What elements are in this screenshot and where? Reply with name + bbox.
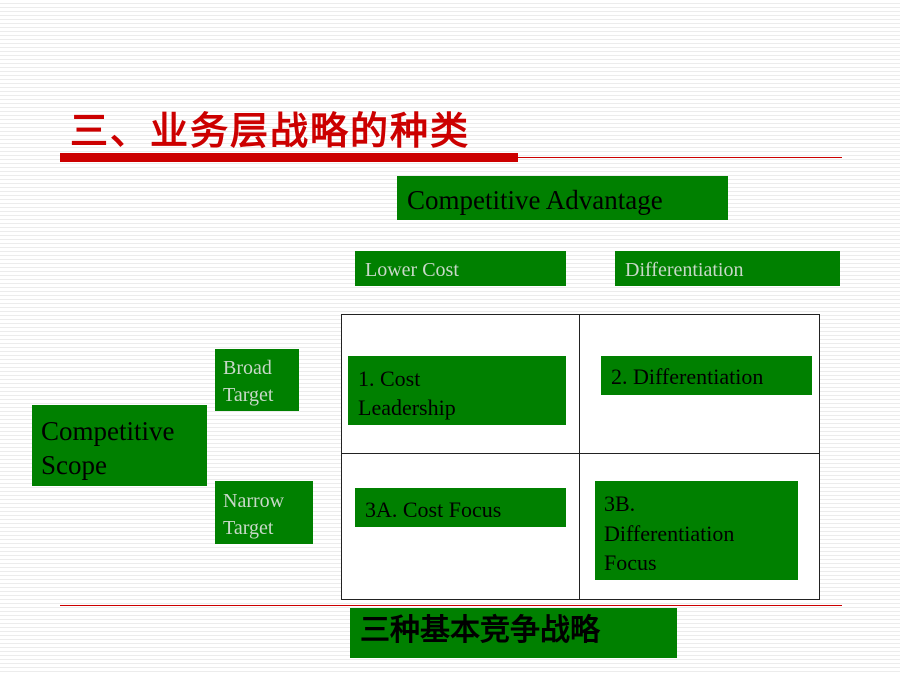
narrow-target-label: Narrow Target xyxy=(215,481,313,544)
cost-leadership-cell: 1. Cost Leadership xyxy=(348,356,566,425)
cost-leadership-line1: 1. Cost xyxy=(358,366,421,391)
cost-leadership-line2: Leadership xyxy=(358,394,456,420)
differentiation-header: Differentiation xyxy=(615,251,840,286)
differentiation-cell-text: 2. Differentiation xyxy=(611,364,764,389)
differentiation-focus-line3: Focus xyxy=(604,550,657,576)
lower-cost-header: Lower Cost xyxy=(355,251,566,286)
competitive-advantage-text: Competitive Advantage xyxy=(407,185,663,215)
differentiation-cell: 2. Differentiation xyxy=(601,356,812,395)
bottom-divider xyxy=(60,605,842,606)
competitive-scope-label: Competitive Scope xyxy=(32,405,207,486)
cost-focus-text: 3A. Cost Focus xyxy=(365,497,502,522)
competitive-scope-line1: Competitive xyxy=(41,416,175,446)
title-underline-thin xyxy=(518,157,842,158)
differentiation-text: Differentiation xyxy=(625,259,744,281)
narrow-target-line2: Target xyxy=(223,517,274,539)
lower-cost-text: Lower Cost xyxy=(365,259,459,281)
differentiation-focus-line1: 3B. xyxy=(604,491,636,516)
matrix-vertical-divider xyxy=(579,314,580,600)
broad-target-line1: Broad xyxy=(223,357,272,379)
competitive-advantage-label: Competitive Advantage xyxy=(397,176,728,220)
slide-title: 三、业务层战略的种类 xyxy=(70,108,471,153)
summary-caption: 三种基本竞争战略 xyxy=(350,608,677,658)
title-underline-thick xyxy=(60,153,518,162)
differentiation-focus-line2: Differentiation xyxy=(604,520,735,546)
differentiation-focus-cell: 3B. Differentiation Focus xyxy=(595,481,798,580)
competitive-scope-line2: Scope xyxy=(41,449,107,480)
matrix-horizontal-divider xyxy=(341,453,820,454)
narrow-target-line1: Narrow xyxy=(223,490,285,512)
cost-focus-cell: 3A. Cost Focus xyxy=(355,488,566,527)
broad-target-label: Broad Target xyxy=(215,349,299,411)
summary-text: 三种基本竞争战略 xyxy=(360,613,600,648)
broad-target-line2: Target xyxy=(223,384,274,406)
